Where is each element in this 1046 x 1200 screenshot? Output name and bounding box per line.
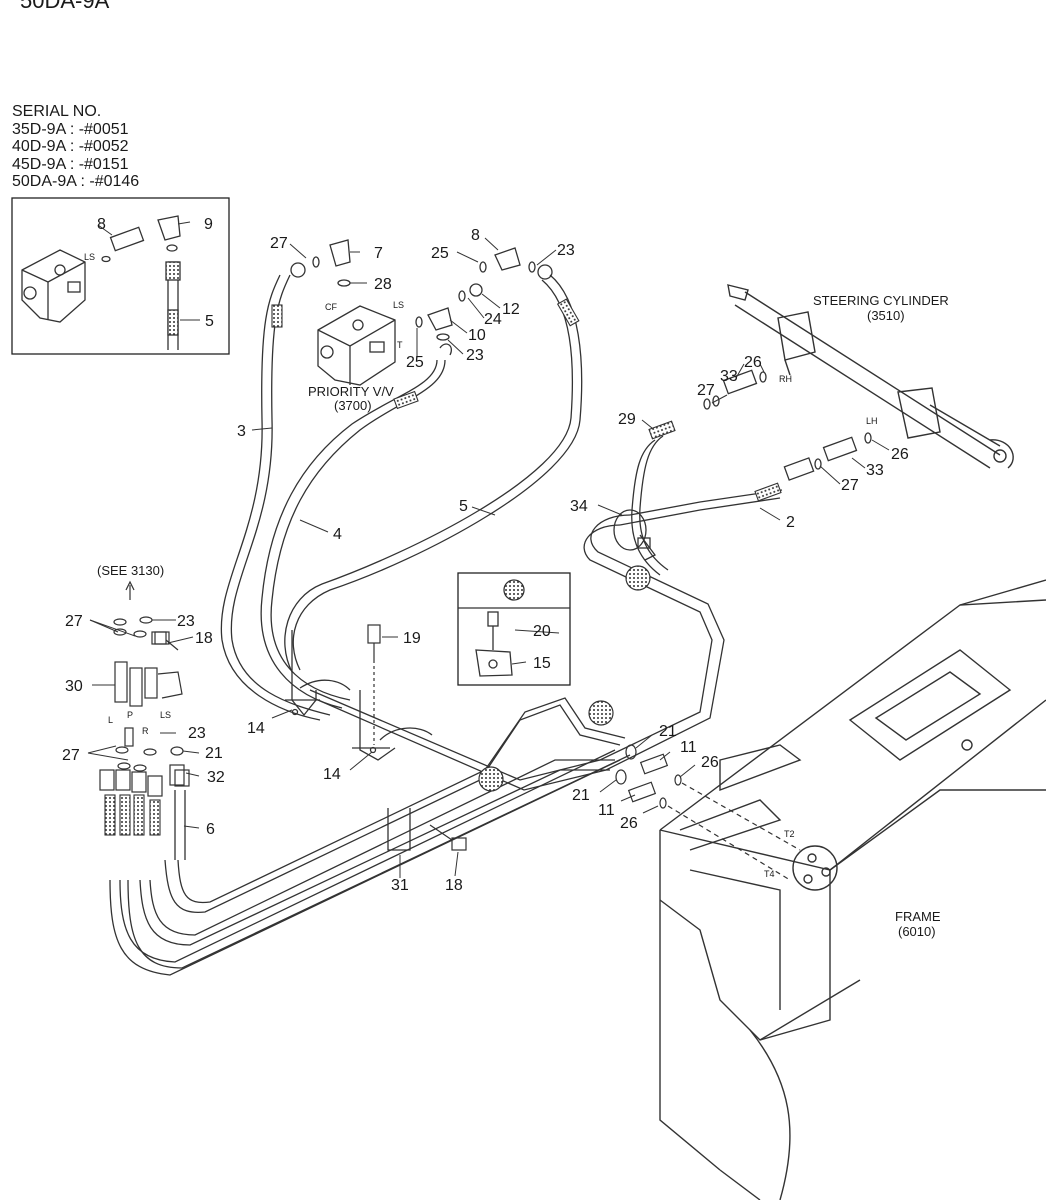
callout-9: 9 (204, 216, 213, 233)
callout-27: 27 (270, 235, 288, 252)
callout-7: 7 (374, 245, 383, 262)
callout-33: 33 (720, 368, 738, 385)
callout-27: 27 (65, 613, 83, 630)
serial-line: 40D-9A : -#0052 (12, 138, 129, 155)
frame-label: FRAME (895, 909, 941, 924)
callout-6: 6 (206, 821, 215, 838)
serial-heading: SERIAL NO. (12, 103, 102, 120)
callout-21: 21 (572, 787, 590, 804)
callout-19: 19 (403, 630, 421, 647)
callout-18: 18 (195, 630, 213, 647)
part-callouts: 8 9 5 27 7 28 25 8 23 12 24 10 25 23 3 4… (62, 216, 909, 894)
callout-26: 26 (891, 446, 909, 463)
port-labels: LS CF LS T RH LH L P R LS T2 T4 (84, 252, 878, 879)
port-label: T (397, 340, 403, 350)
callout-20: 20 (533, 623, 551, 640)
steering-cylinder (727, 284, 1014, 469)
port-label: LH (866, 416, 878, 426)
callout-27: 27 (697, 382, 715, 399)
port-label: P (127, 710, 133, 720)
callout-18: 18 (445, 877, 463, 894)
callout-14: 14 (247, 720, 265, 737)
steering-cylinder-code: (3510) (867, 308, 905, 323)
hose-bundle (109, 274, 783, 976)
callout-11: 11 (680, 739, 697, 756)
callout-26: 26 (620, 815, 638, 832)
leader-lines (87, 221, 890, 878)
connector-block (99, 580, 190, 797)
callout-15: 15 (533, 655, 551, 672)
callout-10: 10 (468, 327, 486, 344)
callout-4: 4 (333, 526, 342, 543)
port-label: T2 (784, 829, 795, 839)
frame-body (659, 579, 1046, 1200)
bolts (151, 624, 467, 851)
callout-12: 12 (502, 301, 520, 318)
clamp-markers (478, 565, 651, 792)
model-title: 50DA-9A (20, 0, 110, 13)
callout-8: 8 (97, 216, 106, 233)
clip-detail-box (457, 572, 571, 686)
callout-5: 5 (459, 498, 468, 515)
callout-8: 8 (471, 227, 480, 244)
callout-5: 5 (205, 313, 214, 330)
port-label: LS (393, 300, 404, 310)
port-label: LS (160, 710, 171, 720)
callout-34: 34 (570, 498, 588, 515)
callout-27: 27 (841, 477, 859, 494)
callout-14: 14 (323, 766, 341, 783)
serial-line: 35D-9A : -#0051 (12, 120, 129, 138)
callout-11: 11 (598, 802, 615, 819)
callout-32: 32 (207, 769, 225, 786)
callout-33: 33 (866, 462, 884, 479)
hose-fittings (104, 298, 782, 836)
priority-valve-label: PRIORITY V/V (308, 384, 394, 399)
callout-30: 30 (65, 678, 83, 695)
callout-3: 3 (237, 423, 246, 440)
callout-26: 26 (701, 754, 719, 771)
priority-valve (290, 239, 553, 386)
callout-28: 28 (374, 276, 392, 293)
serial-line: 45D-9A : -#0151 (12, 155, 129, 173)
frame-code: (6010) (898, 924, 936, 939)
port-label: CF (325, 302, 337, 312)
callout-23: 23 (188, 725, 206, 742)
serial-number-block: SERIAL NO. 35D-9A : -#0051 40D-9A : -#00… (12, 103, 139, 191)
steering-cylinder-label: STEERING CYLINDER (813, 293, 949, 308)
port-label: RH (779, 374, 792, 384)
cylinder-fittings (703, 369, 872, 481)
callout-21: 21 (659, 723, 677, 740)
clamp-34 (613, 509, 656, 561)
port-label: L (108, 715, 113, 725)
callout-23: 23 (466, 347, 484, 364)
priority-valve-code: (3700) (334, 398, 372, 413)
serial-line: 50DA-9A : -#0146 (12, 173, 140, 190)
callout-23: 23 (177, 613, 195, 630)
callout-26: 26 (744, 354, 762, 371)
callout-2: 2 (786, 514, 795, 531)
port-label: R (142, 726, 149, 736)
see-reference-label: (SEE 3130) (97, 563, 164, 578)
callout-25: 25 (406, 354, 424, 371)
inset-detail (11, 197, 230, 355)
port-label: LS (84, 252, 95, 262)
return-port-fittings (615, 744, 801, 881)
diagram-titles: STEERING CYLINDER (3510) PRIORITY V/V (3… (97, 293, 949, 939)
callout-31: 31 (391, 877, 409, 894)
port-label: T4 (764, 869, 775, 879)
callout-21: 21 (205, 745, 223, 762)
callout-25: 25 (431, 245, 449, 262)
callout-29: 29 (618, 411, 636, 428)
callout-24: 24 (484, 311, 502, 328)
callout-23: 23 (557, 242, 575, 259)
callout-27: 27 (62, 747, 80, 764)
